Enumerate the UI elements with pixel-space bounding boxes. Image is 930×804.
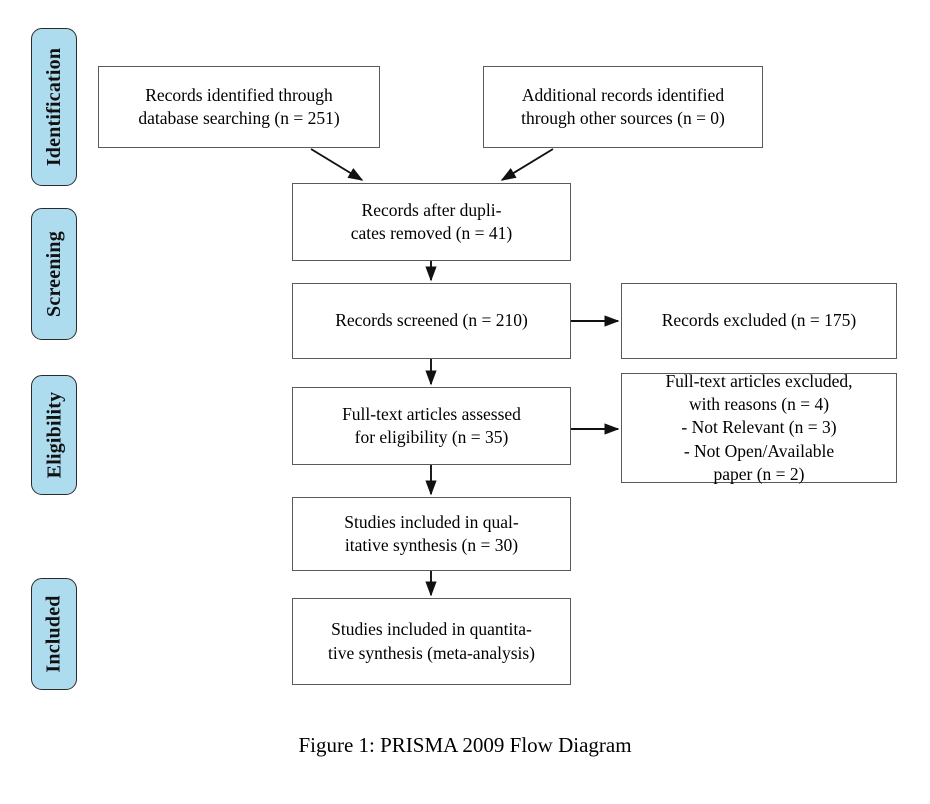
box-records-screened-text: Records screened (n = 210) (335, 310, 528, 331)
box-fulltext-articles-assessed-text: Full-text articles assessed for eligibil… (342, 403, 521, 447)
box-fulltext-articles-excluded: Full-text articles excluded, with reason… (621, 370, 897, 484)
box-records-identified-database-text: Records identified through database sear… (138, 84, 340, 128)
stage-tab-eligibility: Eligibility (31, 375, 77, 495)
box-records-after-duplicates-removed: Records after dupli- cates removed (n = … (292, 183, 571, 261)
arrow-database-to-duplicates (310, 148, 364, 181)
box-additional-records-other-sources-text: Additional records identified through ot… (521, 84, 725, 128)
box-fulltext-articles-assessed: Full-text articles assessed for eligibil… (292, 387, 571, 465)
box-fulltext-articles-excluded-text: Full-text articles excluded, with reason… (665, 370, 853, 484)
arrow-other-sources-to-duplicates (500, 148, 554, 181)
box-studies-quantitative-synthesis: Studies included in quantita- tive synth… (292, 598, 571, 685)
box-additional-records-other-sources: Additional records identified through ot… (483, 66, 763, 148)
box-records-screened: Records screened (n = 210) (292, 283, 571, 359)
stage-tab-screening: Screening (31, 208, 77, 340)
box-records-excluded: Records excluded (n = 175) (621, 283, 897, 359)
figure-caption: Figure 1: PRISMA 2009 Flow Diagram (298, 733, 632, 757)
box-studies-qualitative-synthesis-text: Studies included in qual- itative synthe… (344, 511, 519, 555)
box-records-excluded-text: Records excluded (n = 175) (661, 310, 857, 331)
box-records-after-duplicates-removed-text: Records after dupli- cates removed (n = … (350, 199, 513, 243)
stage-tab-screening-label: Screening (43, 231, 65, 317)
box-studies-quantitative-synthesis-text: Studies included in quantita- tive synth… (327, 619, 536, 663)
stage-tab-included-label: Included (43, 595, 65, 673)
stage-tab-included: Included (31, 578, 77, 690)
box-records-identified-database: Records identified through database sear… (98, 66, 380, 148)
stage-tab-identification-label: Identification (43, 47, 66, 167)
box-studies-qualitative-synthesis: Studies included in qual- itative synthe… (292, 497, 571, 571)
stage-tab-eligibility-label: Eligibility (43, 391, 66, 479)
stage-tab-identification: Identification (31, 28, 77, 186)
